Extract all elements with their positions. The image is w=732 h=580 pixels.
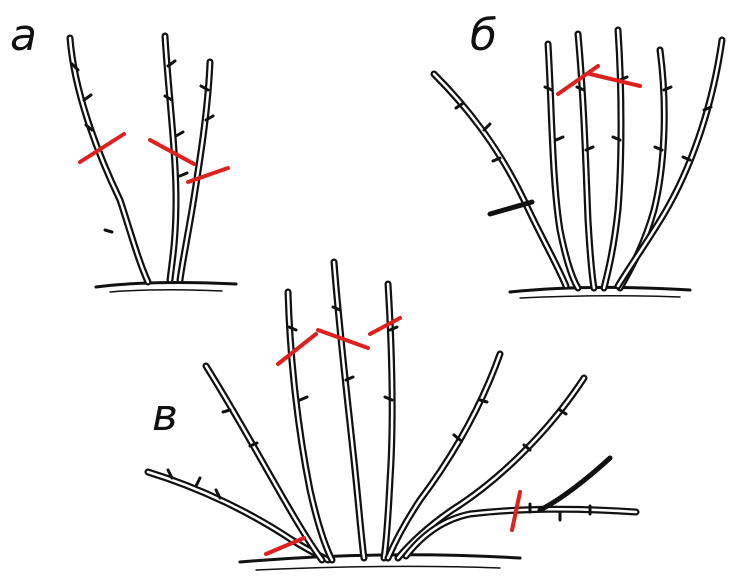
panel-label-a: а <box>10 14 37 58</box>
panel-a-bush <box>70 36 236 292</box>
panel-b-bush <box>434 30 722 298</box>
panel-label-v: в <box>152 394 178 438</box>
panel-v-bush <box>148 262 636 570</box>
panel-label-b: б <box>470 14 497 58</box>
